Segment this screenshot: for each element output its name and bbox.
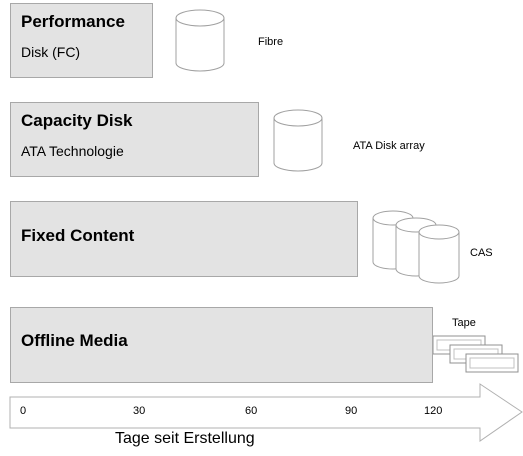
tier-fixed-content: Fixed Content (10, 201, 358, 277)
device-label: ATA Disk array (353, 140, 425, 152)
axis-tick: 60 (245, 405, 258, 417)
axis-tick: 120 (424, 405, 443, 417)
tier-title: Offline Media (21, 331, 128, 350)
tier-performance: Performance Disk (FC) (10, 3, 153, 78)
triple-cylinder-icon (372, 210, 460, 284)
axis-label: Tage seit Erstellung (115, 430, 255, 447)
device-label: CAS (470, 247, 493, 259)
tier-title: Performance (21, 12, 125, 31)
device-label: Tape (452, 317, 476, 329)
tier-title: Capacity Disk (21, 111, 133, 130)
cylinder-icon (175, 9, 225, 72)
tier-subtitle: Disk (FC) (21, 44, 81, 60)
tier-capacity-disk: Capacity Disk ATA Technologie (10, 102, 259, 177)
axis-tick: 0 (20, 405, 27, 417)
tape-stack-icon (432, 335, 519, 373)
tier-subtitle: ATA Technologie (21, 143, 124, 159)
axis-tick: 90 (345, 405, 358, 417)
tier-offline-media: Offline Media (10, 307, 433, 383)
device-label: Fibre (258, 36, 284, 48)
cylinder-icon (273, 109, 323, 172)
timeline-arrow (9, 383, 523, 442)
tier-title: Fixed Content (21, 226, 135, 245)
axis-tick: 30 (133, 405, 146, 417)
